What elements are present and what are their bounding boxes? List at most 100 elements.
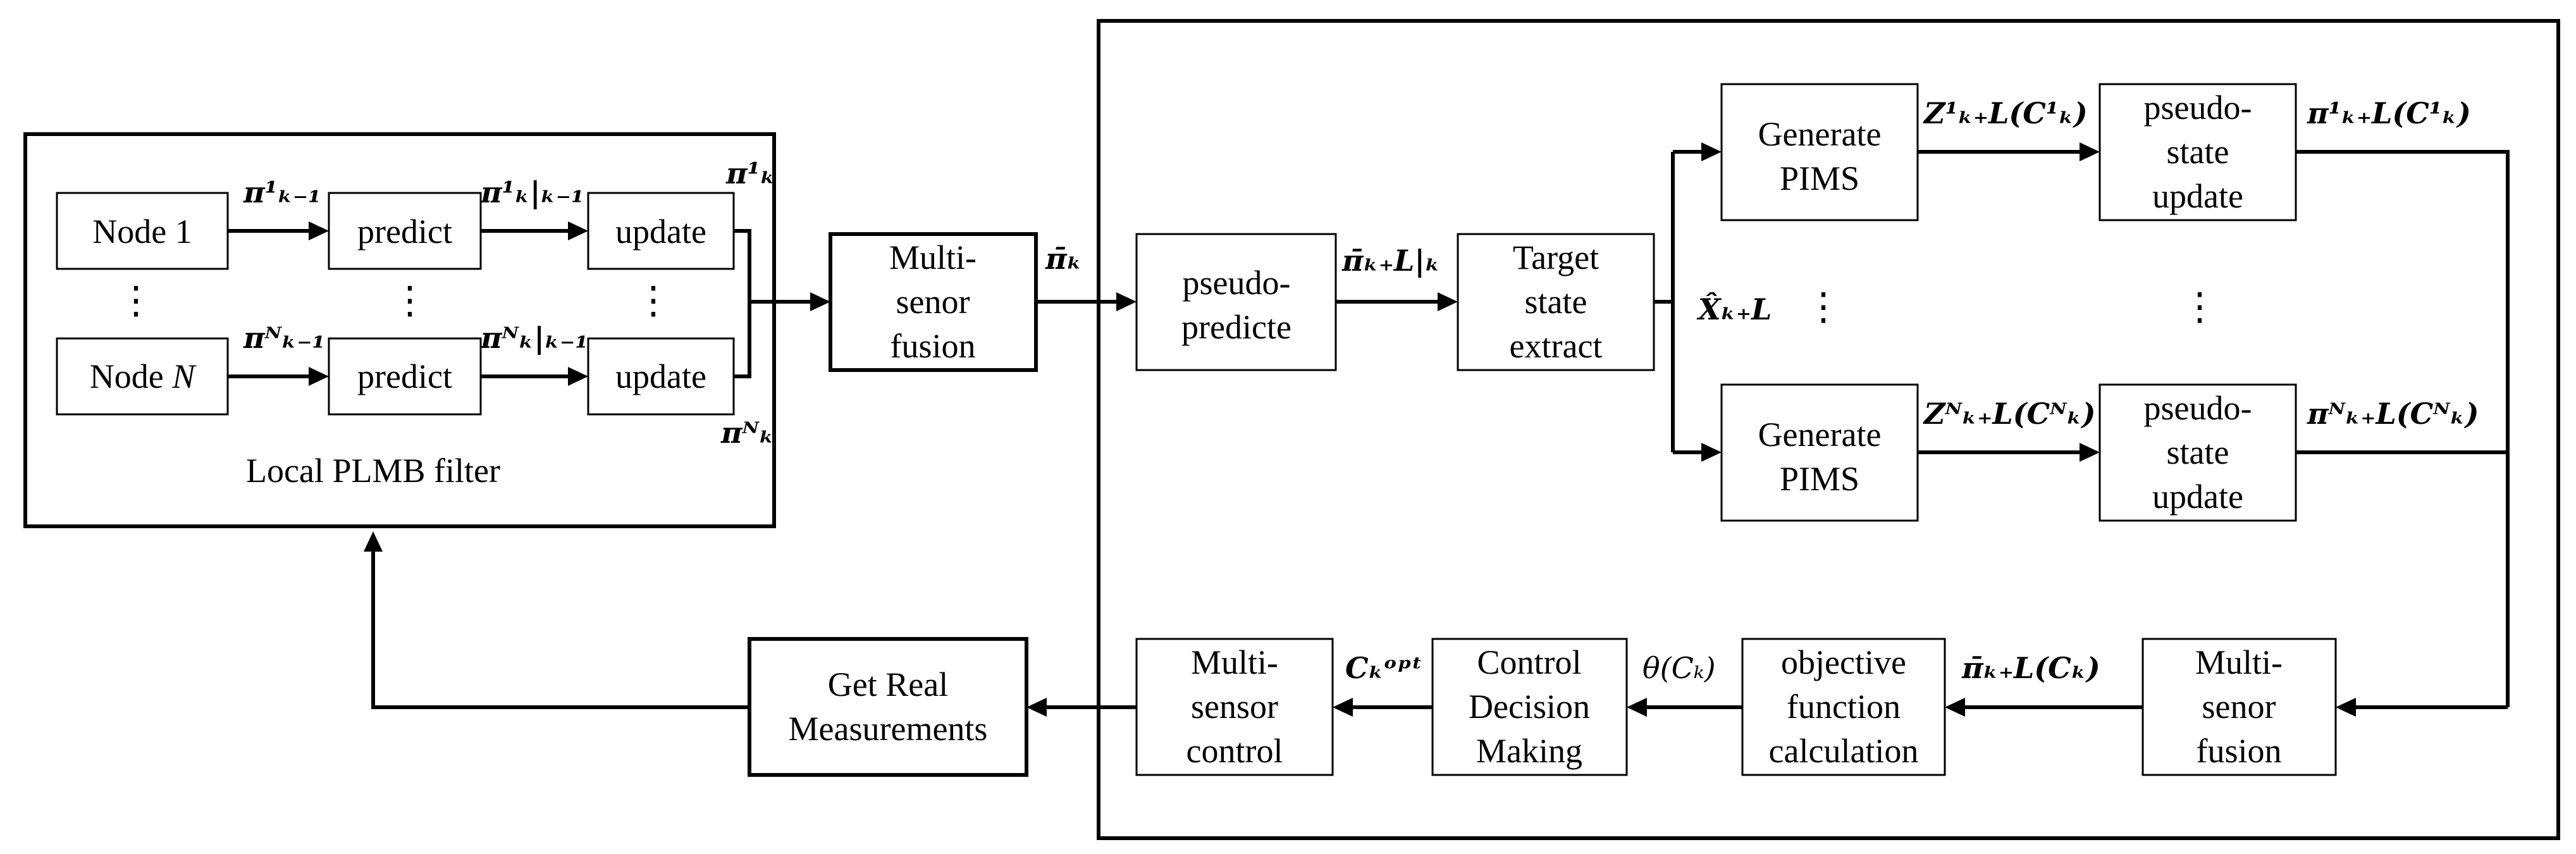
generate-pims-box-n — [1720, 383, 1919, 522]
arrowhead-noden-predict — [309, 367, 329, 386]
generate-pims-1-line-2: PIMS — [1780, 159, 1859, 197]
fusion-right-line-3: fusion — [2197, 732, 2282, 770]
objective-line-2: function — [1787, 688, 1901, 726]
arrowhead-node1-predict — [309, 221, 329, 240]
arrowhead-merge-fusion — [810, 292, 830, 311]
get-real-line-1: Get Real — [828, 665, 948, 703]
ellipsis-right-1: ⋮ — [1804, 286, 1842, 328]
control-decision-line-3: Making — [1476, 732, 1582, 770]
predict-label-1: predict — [357, 213, 452, 251]
fusion-right-line-2: senor — [2202, 688, 2276, 726]
arrowhead-control-multisensor — [1333, 698, 1353, 717]
generate-pims-1-line-1: Generate — [1758, 115, 1882, 153]
fusion-left-box — [829, 232, 1038, 372]
arrowhead-objective-control — [1627, 698, 1647, 717]
multisensor-control-line-3: control — [1186, 732, 1283, 770]
target-state-line-2: state — [1525, 283, 1587, 321]
pseudo-predict-line-1: pseudo- — [1183, 264, 1291, 302]
math-pi-1-out: π¹ₖ₊L(C¹ₖ) — [2307, 96, 2471, 130]
math-pi-pred-node1: π¹ₖ|ₖ₋₁ — [480, 175, 584, 209]
ellipsis-predict: ⋮ — [391, 280, 429, 321]
math-pi-pred-noden: πᴺₖ|ₖ₋₁ — [480, 321, 588, 355]
predict-label-n: predict — [357, 357, 452, 395]
control-decision-line-1: Control — [1477, 643, 1581, 681]
node-n-var: N — [171, 357, 197, 395]
generate-pims-n-line-2: PIMS — [1780, 460, 1859, 498]
node-n-box — [56, 337, 229, 416]
get-real-line-2: Measurements — [789, 710, 988, 748]
objective-line-1: objective — [1781, 643, 1906, 681]
wire-get-real-feedback — [371, 550, 749, 709]
objective-box — [1741, 638, 1946, 776]
math-pi-bar-k: π̄ₖ — [1045, 242, 1082, 276]
arrowhead-fusion-pseudo-predict — [1116, 292, 1137, 311]
control-module-frame — [1097, 19, 2560, 840]
local-filter-frame — [23, 132, 776, 528]
arrowhead-pims-update-n — [2080, 443, 2100, 462]
pseudo-predict-line-2: predicte — [1181, 308, 1291, 346]
target-state-line-3: extract — [1510, 327, 1603, 365]
node-n-label: Node N — [90, 357, 197, 395]
math-x-hat: X̂ₖ₊L — [1696, 292, 1772, 326]
pseudo-state-update-n-line-2: state — [2167, 433, 2229, 471]
ellipsis-node: ⋮ — [117, 280, 155, 321]
math-pi-k-node1: π¹ₖ — [725, 156, 775, 190]
math-z-1: Z¹ₖ₊L(C¹ₖ) — [1923, 96, 2088, 130]
ellipsis-right-2: ⋮ — [2181, 286, 2219, 328]
node-1-label: Node 1 — [92, 213, 192, 251]
generate-pims-box-1 — [1720, 83, 1919, 221]
arrowhead-collector-fusion — [2336, 698, 2356, 717]
multisensor-control-line-2: sensor — [1191, 688, 1278, 726]
pseudo-state-update-1-line-2: state — [2167, 133, 2229, 171]
math-pi-bar-fused: π̄ₖ₊L(Cₖ) — [1961, 651, 2100, 685]
generate-pims-n-line-1: Generate — [1758, 416, 1882, 454]
node-n-prefix: Node — [90, 357, 172, 395]
arrowhead-pseudo-target — [1438, 292, 1458, 311]
fusion-left-line-3: fusion — [891, 327, 976, 365]
pseudo-state-update-n-line-3: update — [2152, 478, 2243, 516]
math-pi-n-out: πᴺₖ₊L(Cᴺₖ) — [2307, 397, 2479, 431]
objective-line-3: calculation — [1769, 732, 1919, 770]
control-decision-line-2: Decision — [1469, 688, 1590, 726]
pseudo-state-update-n-line-1: pseudo- — [2144, 389, 2252, 427]
pseudo-state-update-1-line-1: pseudo- — [2144, 89, 2252, 127]
wire-update1-merge — [734, 229, 751, 302]
target-state-box — [1457, 233, 1655, 371]
math-theta: θ(Cₖ) — [1642, 651, 1716, 685]
get-real-box — [748, 637, 1028, 777]
multisensor-control-box — [1135, 638, 1334, 776]
math-pi-bar-pred: π̄ₖ₊L|ₖ — [1341, 244, 1440, 278]
update-label-n: update — [615, 357, 706, 395]
math-pi-k-1-node1: π¹ₖ₋₁ — [243, 175, 321, 209]
math-z-n: Zᴺₖ₊L(Cᴺₖ) — [1923, 397, 2095, 431]
update-box-n — [587, 337, 735, 416]
arrowhead-multisensor-get-real — [1026, 698, 1047, 717]
wire-update1-collector — [2296, 150, 2510, 707]
ellipsis-update: ⋮ — [634, 280, 672, 321]
pseudo-state-update-box-n — [2098, 383, 2297, 522]
arrowhead-split-pims-1 — [1701, 142, 1722, 161]
node-1-box — [56, 192, 229, 270]
arrowhead-feedback — [364, 531, 383, 552]
local-filter-caption: Local PLMB filter — [246, 452, 500, 490]
arrowhead-pims-update-1 — [2080, 142, 2100, 161]
math-pi-k-1-noden: πᴺₖ₋₁ — [243, 321, 325, 355]
fusion-left-line-2: senor — [896, 283, 970, 321]
fusion-right-line-1: Multi- — [2195, 643, 2283, 681]
arrowhead-predict-update-n — [568, 367, 588, 386]
pseudo-predict-box — [1135, 233, 1337, 371]
fusion-right-box — [2142, 638, 2337, 776]
multisensor-control-line-1: Multi- — [1191, 643, 1278, 681]
math-c-opt: Cₖᵒᵖᵗ — [1345, 651, 1422, 685]
arrowhead-fusion-objective — [1945, 698, 1965, 717]
math-pi-k-noden: πᴺₖ — [720, 416, 774, 450]
pseudo-state-update-1-line-3: update — [2152, 177, 2243, 215]
arrowhead-split-pims-n — [1701, 443, 1722, 462]
fusion-left-line-1: Multi- — [889, 238, 977, 276]
arrowhead-predict-update-1 — [568, 221, 588, 240]
update-box-1 — [587, 192, 735, 270]
update-label-1: update — [615, 213, 706, 251]
wire-target-split — [1654, 152, 1675, 304]
target-state-line-1: Target — [1513, 238, 1599, 276]
